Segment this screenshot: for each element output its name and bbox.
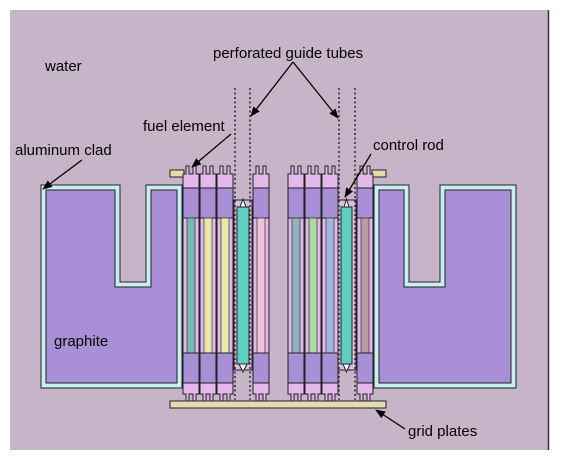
fuel-element-5 — [287, 165, 305, 402]
control-rod-right — [337, 197, 357, 374]
arrow-aluminum-clad — [42, 159, 83, 190]
label-water: water — [44, 58, 82, 75]
fuel-element-8 — [356, 165, 374, 402]
fuel-element-group — [182, 165, 374, 402]
top-grid-tab-right — [371, 169, 387, 178]
top-grid-tab-left — [169, 169, 185, 178]
fuel-element-1 — [182, 165, 200, 402]
control-rod-left — [233, 197, 253, 374]
fuel-element-3 — [216, 165, 234, 402]
bottom-grid-plate — [169, 400, 387, 409]
label-grid-plates: grid plates — [408, 423, 477, 440]
arrow-fuel-element — [191, 133, 232, 168]
label-control-rod: control rod — [373, 137, 444, 154]
fuel-element-2 — [199, 165, 217, 402]
label-aluminum-clad: aluminum clad — [15, 142, 112, 159]
left-graphite-block — [45, 189, 178, 384]
arrow-guide-tubes-right — [292, 61, 339, 119]
right-graphite-block — [378, 189, 512, 384]
fuel-element-4 — [252, 165, 270, 402]
arrow-control-rod — [344, 153, 372, 198]
arrow-grid-plates — [375, 409, 406, 430]
arrow-guide-tubes-left — [250, 61, 294, 117]
fuel-element-7 — [321, 165, 339, 402]
label-arrows — [42, 61, 406, 430]
label-fuel-element: fuel element — [143, 118, 226, 135]
label-graphite: graphite — [54, 333, 108, 350]
label-perforated-guide-tubes: perforated guide tubes — [213, 45, 363, 62]
fuel-element-6 — [304, 165, 322, 402]
